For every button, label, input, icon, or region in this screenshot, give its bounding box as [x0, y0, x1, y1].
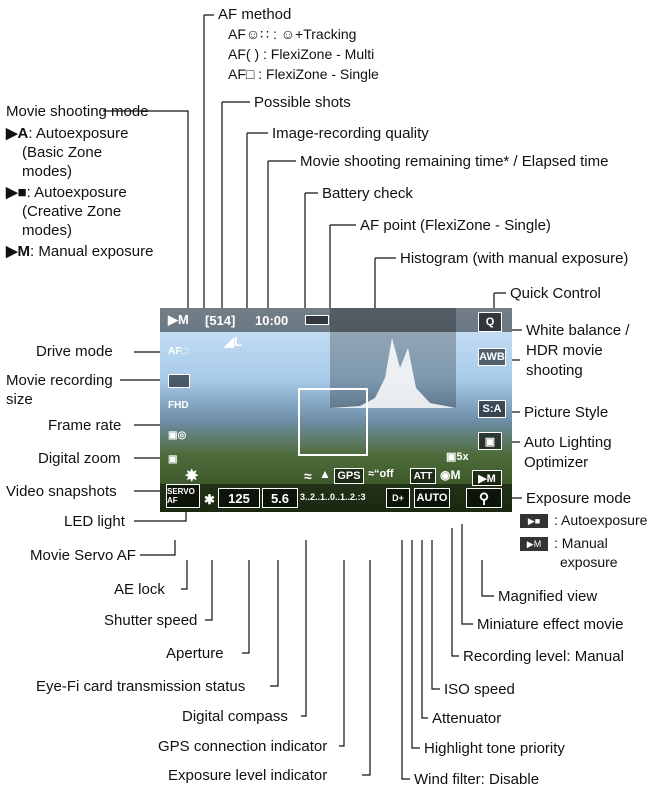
- movie-mode-auto-creative-3: modes): [22, 222, 73, 239]
- video-snapshot-icon: ▣: [168, 454, 178, 465]
- miniature-icon: ▣5x: [446, 451, 469, 463]
- label-exposure-mode: Exposure mode: [526, 490, 632, 507]
- movie-mode-manual: ▶M: Manual exposure: [6, 243, 154, 260]
- quick-control-button[interactable]: Q: [478, 312, 502, 332]
- label-rec-level: Recording level: Manual: [463, 648, 624, 665]
- label-magnified: Magnified view: [498, 588, 598, 605]
- label-shooting: shooting: [526, 362, 583, 379]
- label-wind: Wind filter: Disable: [414, 771, 540, 788]
- quality-icon: ◢L: [224, 334, 242, 349]
- movie-mode-icon: ▶M: [168, 312, 189, 327]
- label-iso: ISO speed: [444, 681, 515, 698]
- rec-level-icon: ◉M: [440, 468, 461, 482]
- exposure-scale: 3..2..1..0..1..2.:3: [300, 492, 366, 502]
- picture-style-icon: S:A: [478, 400, 506, 418]
- wind-filter-icon: ≈“off: [368, 468, 394, 480]
- label-digital-zoom: Digital zoom: [38, 450, 121, 467]
- label-attenuator: Attenuator: [432, 710, 502, 727]
- movie-mode-auto-creative-2: (Creative Zone: [22, 203, 122, 220]
- battery-icon: [305, 315, 329, 325]
- histogram: [330, 308, 456, 408]
- awb-icon: AWB: [478, 348, 506, 366]
- label-battery: Battery check: [322, 185, 413, 202]
- label-shutter-speed: Shutter speed: [104, 612, 198, 629]
- att-icon: ATT: [410, 468, 436, 484]
- digital-zoom-icon: ▣◎: [168, 430, 187, 441]
- label-af-point: AF point (FlexiZone - Single): [360, 217, 551, 234]
- af-method-icon: AF□: [168, 346, 188, 357]
- em-manual: ▶M: Manual: [520, 535, 608, 552]
- label-picture-style: Picture Style: [524, 404, 609, 421]
- label-quick-control: Quick Control: [510, 285, 601, 302]
- label-gps: GPS connection indicator: [158, 738, 328, 755]
- gps-icon: GPS: [334, 468, 364, 484]
- af-item-1: AF☺∷ : ☺+Tracking: [228, 26, 357, 42]
- shots-value: [514]: [205, 313, 236, 328]
- label-af-method: AF method: [218, 6, 292, 23]
- movie-mode-auto-basic: ▶A: Autoexposure: [6, 125, 129, 142]
- movie-mode-auto-creative: ▶■: Autoexposure: [6, 184, 127, 201]
- movie-mode-auto-basic-2: (Basic Zone: [22, 144, 103, 161]
- recording-size-icon: FHD: [168, 400, 189, 411]
- label-led-light: LED light: [64, 513, 125, 530]
- label-movie-mode: Movie shooting mode: [6, 103, 149, 120]
- label-alo-2: Optimizer: [524, 454, 589, 471]
- em-manual-2: exposure: [560, 554, 618, 570]
- af-point-frame: [298, 388, 368, 456]
- label-aperture: Aperture: [166, 645, 224, 662]
- magnify-button[interactable]: ⚲: [466, 488, 502, 508]
- shutter-value[interactable]: 125: [218, 488, 260, 508]
- label-remaining-time: Movie shooting remaining time* / Elapsed…: [300, 153, 609, 170]
- em-auto-key-icon: ▶■: [520, 514, 548, 529]
- label-drive-mode: Drive mode: [36, 343, 113, 360]
- label-size: size: [6, 391, 33, 408]
- label-miniature: Miniature effect movie: [477, 616, 624, 633]
- af-item-3: AF□ : FlexiZone - Single: [228, 66, 379, 82]
- label-eye-fi: Eye-Fi card transmission status: [36, 678, 246, 695]
- label-highlight: Highlight tone priority: [424, 740, 565, 757]
- drive-mode-icon: [168, 374, 190, 388]
- compass-icon: ▲: [319, 467, 331, 481]
- af-item-2: AF( ) : FlexiZone - Multi: [228, 46, 375, 62]
- exposure-mode-icon[interactable]: ▶M: [472, 470, 502, 486]
- led-light-icon: ✸: [185, 468, 199, 485]
- aperture-value[interactable]: 5.6: [262, 488, 298, 508]
- label-movie-recording: Movie recording: [6, 372, 113, 389]
- top-status-bar: [160, 308, 512, 332]
- label-alo: Auto Lighting: [524, 434, 612, 451]
- label-white-balance: White balance /: [526, 322, 630, 339]
- label-digital-compass: Digital compass: [182, 708, 288, 725]
- camera-screen: ▶M [514] 10:00 AF□ ◢L Q AWB S:A ▣ FHD ▣◎…: [160, 308, 512, 512]
- label-ae-lock: AE lock: [114, 581, 165, 598]
- em-auto: ▶■: Autoexposure: [520, 512, 647, 529]
- time-value: 10:00: [255, 313, 289, 328]
- label-possible-shots: Possible shots: [254, 94, 351, 111]
- em-manual-key-icon: ▶M: [520, 537, 548, 552]
- label-frame-rate: Frame rate: [48, 417, 122, 434]
- ae-lock-icon: ✱: [204, 492, 215, 507]
- htp-icon: D+: [386, 488, 410, 508]
- iso-value[interactable]: AUTO: [414, 488, 450, 508]
- label-video-snapshots: Video snapshots: [6, 483, 117, 500]
- label-image-quality: Image-recording quality: [272, 125, 429, 142]
- eye-fi-icon: ≈: [304, 468, 312, 484]
- label-hdr: HDR movie: [526, 342, 603, 359]
- label-movie-servo-af: Movie Servo AF: [30, 547, 136, 564]
- label-exposure-level: Exposure level indicator: [168, 767, 328, 784]
- alo-icon: ▣: [478, 432, 502, 450]
- servo-af-icon: SERVO AF: [166, 484, 200, 508]
- movie-mode-auto-basic-3: modes): [22, 163, 73, 180]
- label-histogram: Histogram (with manual exposure): [400, 250, 629, 267]
